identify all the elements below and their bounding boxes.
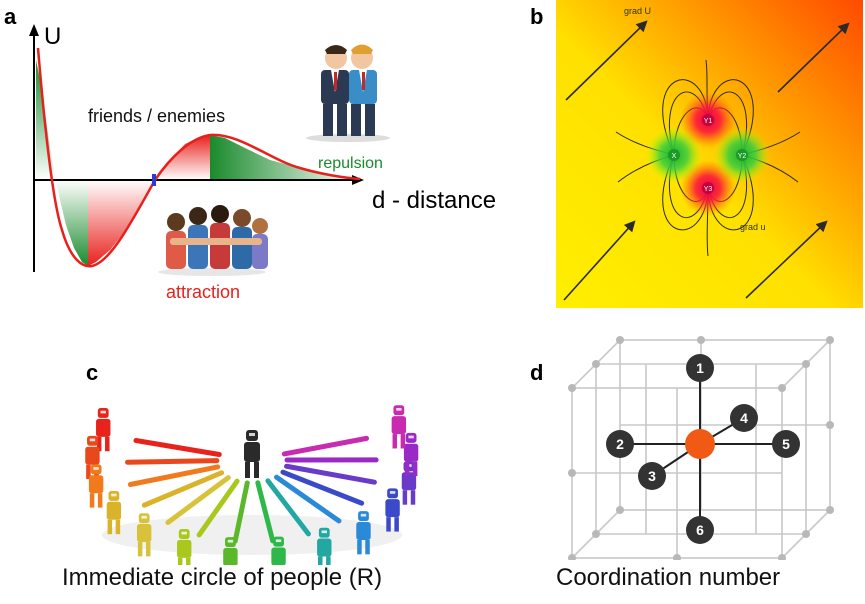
- panel-c-caption: Immediate circle of people (R): [62, 564, 383, 591]
- ring-figure-10: [356, 511, 371, 555]
- ring-figure-11: [385, 488, 400, 532]
- grad-U-arrow-2: [777, 22, 850, 93]
- grad-U-arrow-3: [563, 220, 636, 301]
- ring-arrow-2: [125, 458, 220, 465]
- panel-label-b: b: [530, 4, 544, 29]
- grad-U-label: grad U: [624, 6, 651, 16]
- neighbor-6-label: 6: [696, 522, 704, 538]
- node-left: [668, 149, 680, 161]
- ring-figure-3: [88, 464, 104, 508]
- node-left-label: X: [672, 153, 677, 160]
- node-right-label: Y2: [738, 153, 747, 160]
- panel-b-field-diagram: Y1 Y3 X Y2 grad U grad u: [556, 0, 863, 308]
- neighbor-4-label: 4: [740, 410, 748, 426]
- ring-arrow-11: [280, 469, 365, 506]
- grad-U-arrow-4: [745, 220, 828, 299]
- panel-c-circle-illustration: [85, 405, 419, 565]
- panel-a-potential-plot: U d - distance friends / enemies repulsi…: [29, 23, 496, 302]
- potential-curve: [36, 47, 361, 268]
- panel-d-caption: Coordination number: [556, 564, 781, 591]
- friends-enemies-label: friends / enemies: [88, 106, 225, 126]
- neighbor-3-label: 3: [648, 468, 656, 484]
- central-atom: [685, 429, 715, 459]
- node-bottom-label: Y3: [704, 186, 713, 193]
- node-bottom: [702, 182, 714, 194]
- bump-red-fill: [155, 135, 210, 180]
- ring-figure-5: [136, 513, 152, 557]
- ring-arrow-8: [255, 480, 276, 544]
- neighbor-6: 6: [686, 516, 714, 544]
- well-green-fill: [56, 180, 88, 266]
- x-axis-label: d - distance: [372, 187, 496, 214]
- neighbor-5: 5: [772, 430, 800, 458]
- panel-label-c: c: [86, 360, 99, 385]
- y-axis-label: U: [44, 23, 61, 50]
- y-axis-arrowhead: [29, 24, 39, 36]
- ring-arrow-7: [232, 480, 250, 544]
- wall-green-fill: [36, 60, 56, 180]
- repulsion-label: repulsion: [318, 155, 383, 172]
- grad-U-arrow-1: [565, 20, 648, 101]
- neighbor-1: 1: [686, 354, 714, 382]
- ring-arrow-10: [274, 474, 342, 524]
- neighbor-5-label: 5: [782, 436, 790, 452]
- neighbor-2-label: 2: [616, 436, 624, 452]
- ring-arrow-5: [165, 475, 231, 526]
- ring-arrow-1: [133, 438, 222, 458]
- well-red-fill: [88, 180, 155, 266]
- ring-arrow-14: [281, 435, 370, 457]
- panel-label-d: d: [530, 360, 544, 385]
- friends-illustration: [158, 205, 268, 276]
- ring-figure-6: [177, 529, 192, 565]
- enemies-illustration: [306, 44, 390, 142]
- grad-u-label: grad u: [740, 222, 766, 232]
- ring-arrow-12: [284, 463, 377, 485]
- ring-figure-8: [271, 536, 286, 565]
- attraction-label: attraction: [166, 282, 240, 302]
- ring-arrow-3: [127, 464, 221, 487]
- panel-d-lattice: 1 2 3 4 5 6: [568, 336, 834, 560]
- ring-arrow-4: [141, 470, 225, 508]
- ring-arrow-6: [196, 478, 240, 538]
- node-top: [702, 114, 714, 126]
- lattice-dots: [568, 336, 834, 560]
- ring-figure-1: [96, 408, 111, 452]
- neighbor-3: 3: [638, 462, 666, 490]
- tail-green-fill: [210, 135, 360, 180]
- node-right: [736, 149, 748, 161]
- ring-figure-13: [403, 432, 419, 477]
- ring-figure-7: [223, 537, 238, 565]
- neighbor-4: 4: [730, 404, 758, 432]
- panel-label-a: a: [4, 4, 17, 29]
- center-figure: [244, 430, 260, 478]
- neighbor-2: 2: [606, 430, 634, 458]
- crossing-marker: [152, 174, 156, 186]
- ring-arrow-9: [265, 478, 311, 537]
- neighbor-1-label: 1: [696, 360, 704, 376]
- ring-figure-14: [391, 405, 407, 449]
- neighbor-badges: 1 2 3 4 5 6: [606, 354, 800, 544]
- node-top-label: Y1: [704, 118, 713, 125]
- ring-figure-4: [106, 490, 122, 535]
- ring-figure-9: [317, 527, 332, 565]
- field-background: [556, 0, 863, 308]
- ring-figure-2: [85, 435, 100, 480]
